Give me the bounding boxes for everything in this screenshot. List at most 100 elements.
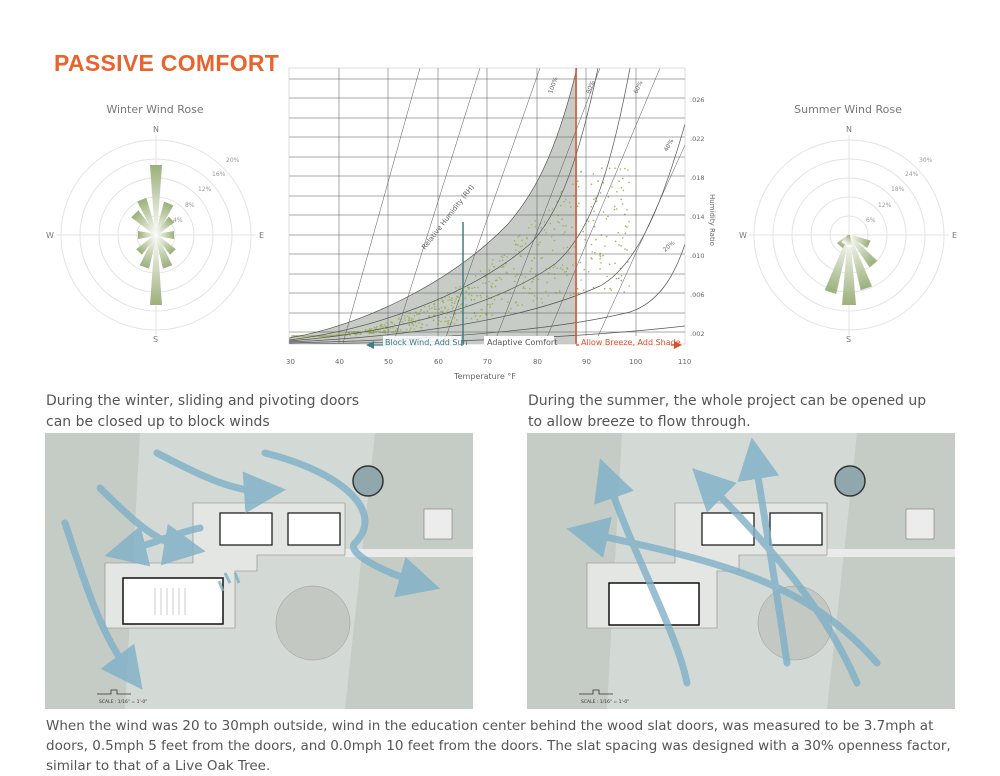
- scatter-point: [451, 297, 453, 299]
- scatter-point: [620, 198, 622, 201]
- x-tick: 110: [678, 358, 691, 366]
- scatter-point: [371, 328, 373, 330]
- scatter-point: [603, 287, 606, 290]
- scatter-point: [453, 316, 456, 319]
- scatter-point: [534, 220, 536, 222]
- scatter-point: [460, 304, 462, 306]
- scatter-point: [528, 227, 530, 229]
- scatter-point: [307, 335, 309, 337]
- scatter-point: [533, 295, 536, 297]
- scatter-point: [602, 211, 605, 213]
- scatter-point: [521, 245, 523, 247]
- scatter-point: [521, 303, 523, 306]
- scatter-point: [501, 259, 504, 262]
- scatter-point: [371, 332, 373, 335]
- scatter-point: [540, 298, 543, 300]
- scatter-point: [488, 269, 490, 271]
- scatter-point: [572, 264, 574, 266]
- scatter-point: [513, 280, 516, 283]
- y-tick: .010: [690, 252, 704, 260]
- scatter-point: [444, 296, 446, 299]
- scatter-point: [291, 335, 294, 337]
- scatter-point: [515, 243, 517, 245]
- x-tick: 40: [335, 358, 344, 366]
- rose-ring-label: 12%: [198, 186, 212, 193]
- scatter-point: [524, 287, 526, 290]
- scatter-point: [423, 306, 426, 308]
- scatter-point: [441, 310, 444, 312]
- scatter-point: [556, 200, 558, 203]
- scatter-point: [506, 256, 508, 258]
- y-tick: .006: [690, 291, 704, 299]
- y-tick: .014: [690, 213, 704, 221]
- scatter-point: [491, 282, 494, 285]
- scatter-point: [503, 254, 505, 257]
- scatter-point: [579, 261, 582, 264]
- scatter-point: [599, 268, 601, 270]
- scatter-point: [492, 259, 494, 261]
- scatter-point: [408, 323, 411, 325]
- scatter-point: [440, 307, 443, 309]
- scatter-point: [565, 270, 568, 273]
- scatter-point: [561, 218, 563, 220]
- rose-ring-label: 30%: [919, 157, 933, 164]
- scatter-point: [505, 271, 508, 274]
- scatter-point: [438, 308, 440, 310]
- rh-label: 60%: [632, 80, 644, 95]
- scatter-point: [605, 218, 608, 220]
- scatter-point: [620, 245, 622, 247]
- scatter-point: [602, 254, 604, 257]
- scatter-point: [628, 221, 630, 223]
- scatter-point: [539, 241, 541, 244]
- scatter-point: [383, 324, 386, 326]
- scatter-point: [491, 314, 493, 316]
- scatter-point: [592, 173, 595, 175]
- scatter-point: [620, 186, 623, 189]
- scatter-point: [520, 255, 522, 258]
- scatter-point: [447, 319, 450, 322]
- rose-east-label: E: [259, 231, 264, 240]
- scatter-point: [426, 310, 429, 312]
- scatter-point: [382, 326, 384, 328]
- scatter-point: [384, 330, 386, 332]
- scatter-point: [618, 180, 620, 182]
- scatter-point: [375, 330, 377, 333]
- scatter-point: [568, 251, 570, 254]
- scatter-point: [543, 220, 546, 223]
- scatter-point: [468, 293, 470, 296]
- scatter-point: [474, 275, 477, 277]
- scatter-point: [510, 307, 512, 310]
- x-tick: 90: [582, 358, 591, 366]
- rh-label: 100%: [547, 76, 560, 95]
- scatter-point: [502, 265, 505, 268]
- scatter-point: [457, 296, 459, 298]
- scatter-point: [553, 228, 556, 230]
- scatter-point: [373, 332, 375, 335]
- scatter-point: [454, 313, 456, 315]
- scatter-point: [494, 285, 497, 288]
- scatter-point: [609, 287, 611, 290]
- scatter-point: [561, 264, 564, 266]
- scatter-point: [474, 315, 477, 317]
- scatter-point: [409, 312, 412, 315]
- scatter-point: [491, 302, 494, 305]
- scatter-point: [428, 308, 431, 310]
- scatter-point: [452, 306, 455, 308]
- scatter-point: [610, 289, 613, 291]
- scatter-point: [561, 269, 564, 271]
- scatter-point: [626, 249, 628, 251]
- scatter-point: [613, 208, 616, 211]
- scatter-point: [364, 328, 367, 331]
- scatter-point: [387, 329, 390, 331]
- scatter-point: [401, 321, 403, 323]
- scatter-point: [455, 297, 457, 300]
- scatter-point: [531, 280, 533, 283]
- scatter-point: [529, 287, 531, 290]
- scatter-point: [519, 245, 522, 248]
- scatter-point: [433, 303, 435, 306]
- arrow-left-icon: [366, 341, 374, 349]
- scatter-point: [421, 326, 423, 329]
- scatter-point: [428, 305, 430, 308]
- scatter-point: [563, 247, 565, 249]
- scatter-point: [613, 205, 616, 208]
